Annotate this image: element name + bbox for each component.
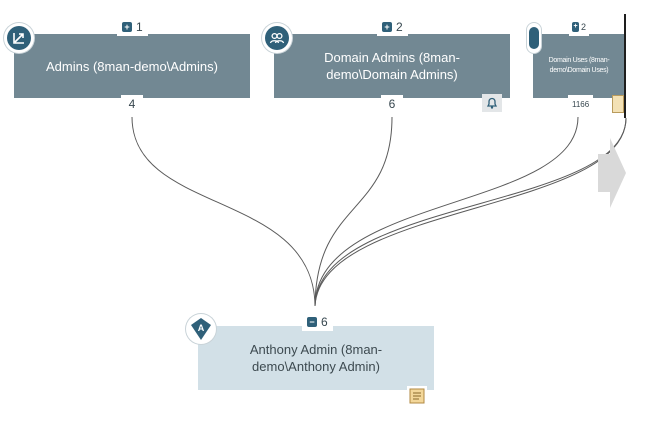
member-count: 1 (136, 20, 143, 34)
group-arrow-icon (4, 23, 34, 53)
connector-admins (131, 116, 316, 307)
avatar-letter: A (198, 323, 205, 333)
plus-icon: + (382, 22, 392, 32)
user-diamond-icon: A (186, 314, 216, 344)
notepad-icon[interactable] (407, 386, 427, 406)
plus-icon: + (122, 22, 132, 32)
viewport-edge (624, 14, 626, 118)
notepad-icon[interactable] (612, 95, 624, 113)
child-count: 4 (121, 95, 143, 113)
expand-members-button[interactable]: + 1 (117, 18, 148, 36)
child-count: 1166 (568, 95, 594, 113)
member-count: 2 (581, 22, 587, 32)
node-label: Anthony Admin (8man-demo\Anthony Admin) (249, 342, 383, 374)
connector-domain-users-1 (314, 116, 579, 307)
users-group-icon (262, 23, 292, 53)
node-label: Domain Uses (8man-demo\Domain Uses) (548, 57, 610, 74)
users-group-icon (527, 23, 541, 53)
expand-members-button[interactable]: + 2 (377, 18, 408, 36)
group-node-domain-admins[interactable]: Domain Admins (8man-demo\Domain Admins) (274, 34, 510, 98)
connector-domain-users-3 (314, 117, 627, 307)
user-node-anthony-admin[interactable]: Anthony Admin (8man-demo\Anthony Admin) (198, 326, 434, 390)
plus-icon: + (572, 22, 579, 32)
group-node-admins[interactable]: Admins (8man-demo\Admins) (14, 34, 250, 98)
child-count-value: 1166 (572, 99, 590, 109)
group-node-domain-users[interactable]: Domain Uses (8man-demo\Domain Uses) (533, 34, 625, 98)
minus-icon: − (307, 317, 317, 327)
child-count-value: 4 (128, 97, 136, 111)
member-count: 2 (396, 20, 403, 34)
bell-icon[interactable] (482, 94, 502, 112)
collapse-members-button[interactable]: − 6 (302, 313, 333, 331)
connector-domain-admins (314, 116, 393, 307)
node-label: Domain Admins (8man-demo\Domain Admins) (324, 50, 460, 82)
child-count-value: 6 (388, 97, 396, 111)
connector-domain-users-2 (314, 117, 627, 307)
node-label: Admins (8man-demo\Admins) (46, 58, 218, 74)
member-count: 6 (321, 315, 328, 329)
arrow-right-icon[interactable] (598, 138, 628, 208)
child-count: 6 (381, 95, 403, 113)
expand-members-button[interactable]: + 2 (569, 18, 590, 36)
